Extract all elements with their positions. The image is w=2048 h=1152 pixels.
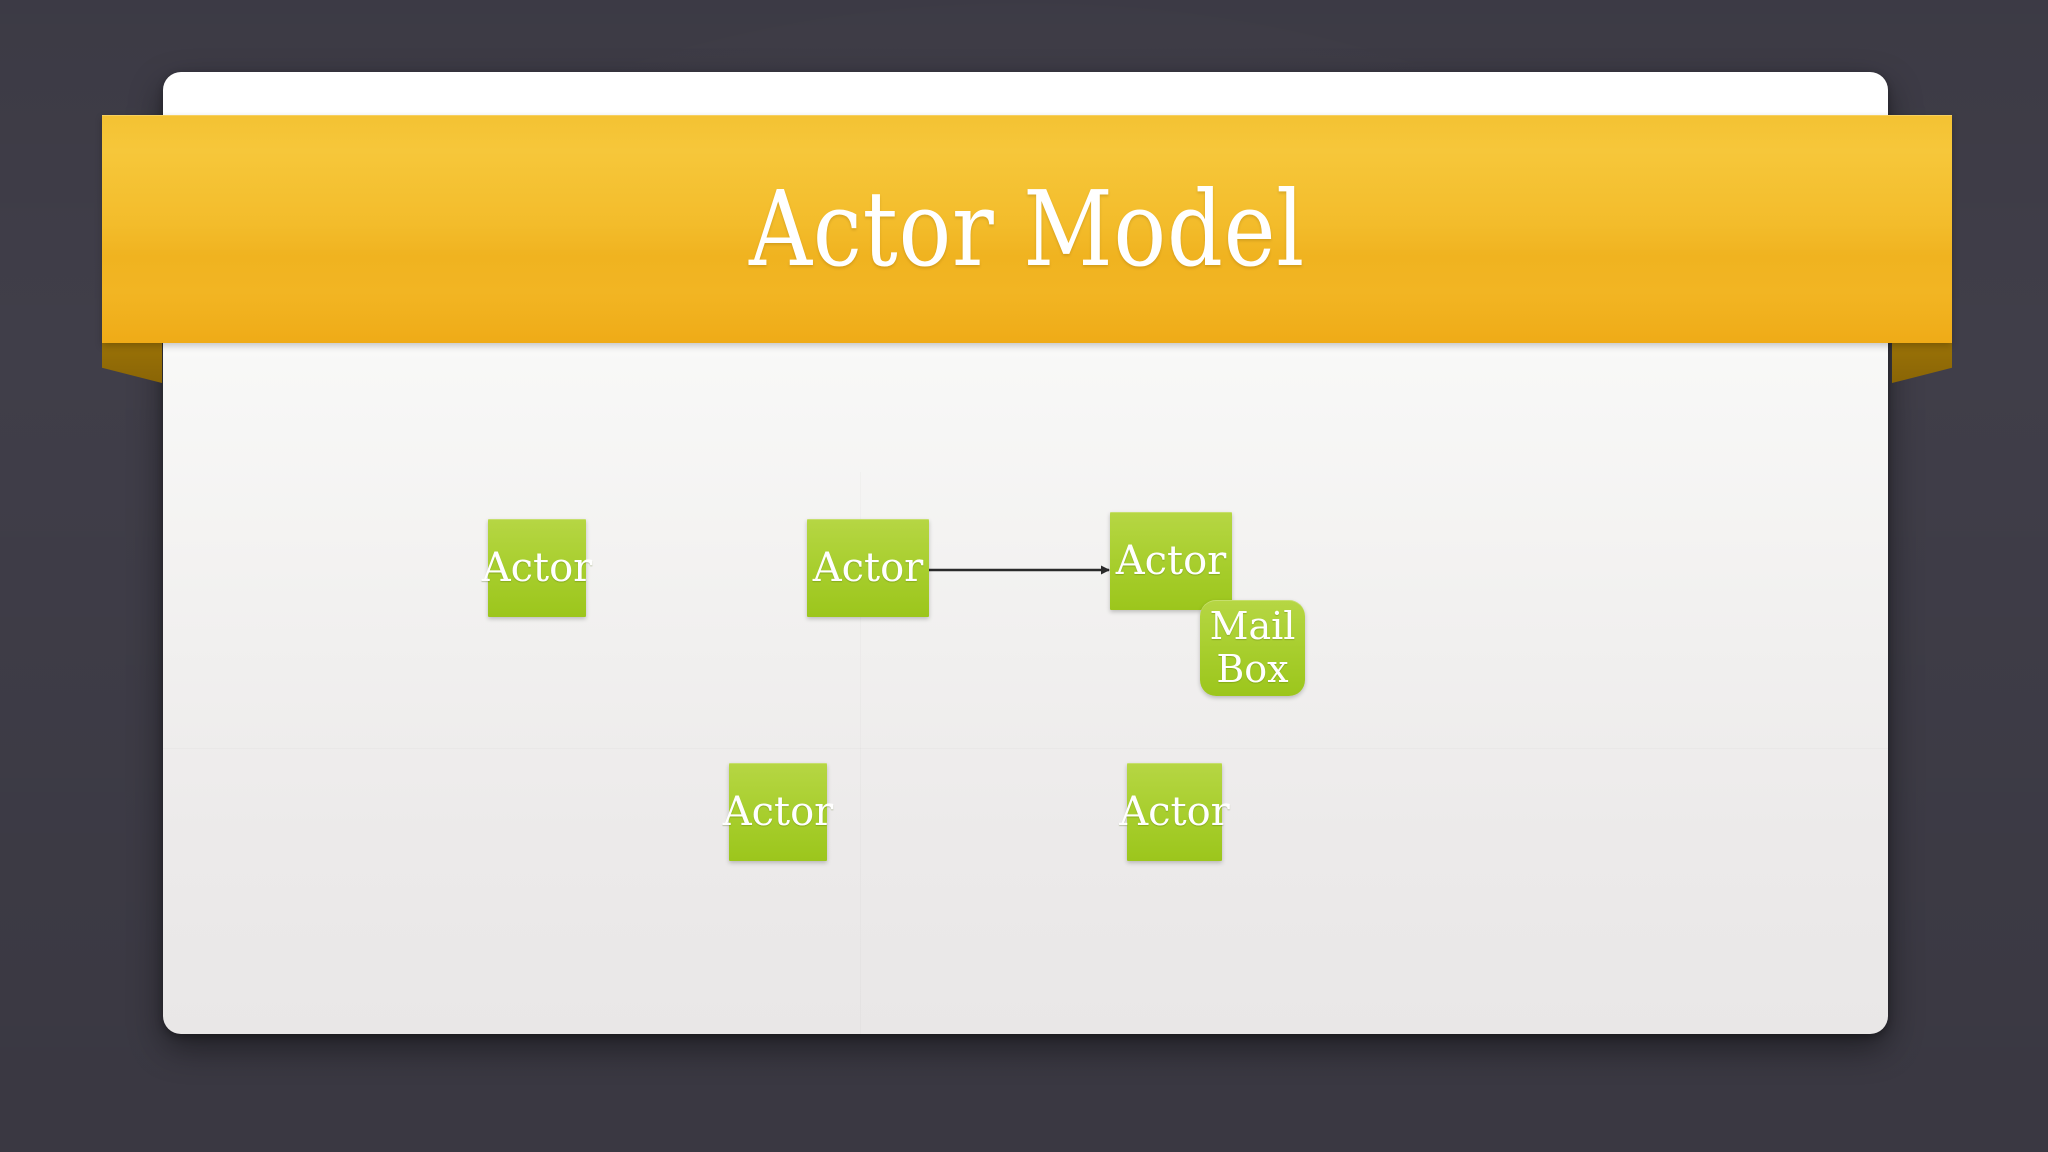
slide-seam-horizontal — [163, 748, 1888, 749]
node-label: Actor — [1115, 537, 1227, 584]
node-actor-3[interactable]: Actor — [1110, 512, 1232, 610]
actor-model-diagram: Actor Actor Actor Mail Box Actor Actor — [163, 72, 1888, 1034]
arrow-actor2-to-actor3 — [923, 565, 1110, 575]
node-label: Actor — [1119, 788, 1230, 835]
node-label: Mail Box — [1209, 604, 1296, 691]
node-actor-2[interactable]: Actor — [807, 519, 929, 617]
node-label: Actor — [722, 788, 834, 835]
node-actor-4[interactable]: Actor — [723, 763, 833, 861]
ribbon-fold-left — [102, 343, 162, 383]
ribbon-fold-right — [1892, 343, 1952, 383]
node-label: Actor — [812, 544, 924, 591]
node-label: Actor — [481, 544, 593, 591]
node-actor-1[interactable]: Actor — [482, 519, 592, 617]
node-actor-5[interactable]: Actor — [1119, 763, 1230, 861]
node-mailbox[interactable]: Mail Box — [1200, 600, 1305, 696]
